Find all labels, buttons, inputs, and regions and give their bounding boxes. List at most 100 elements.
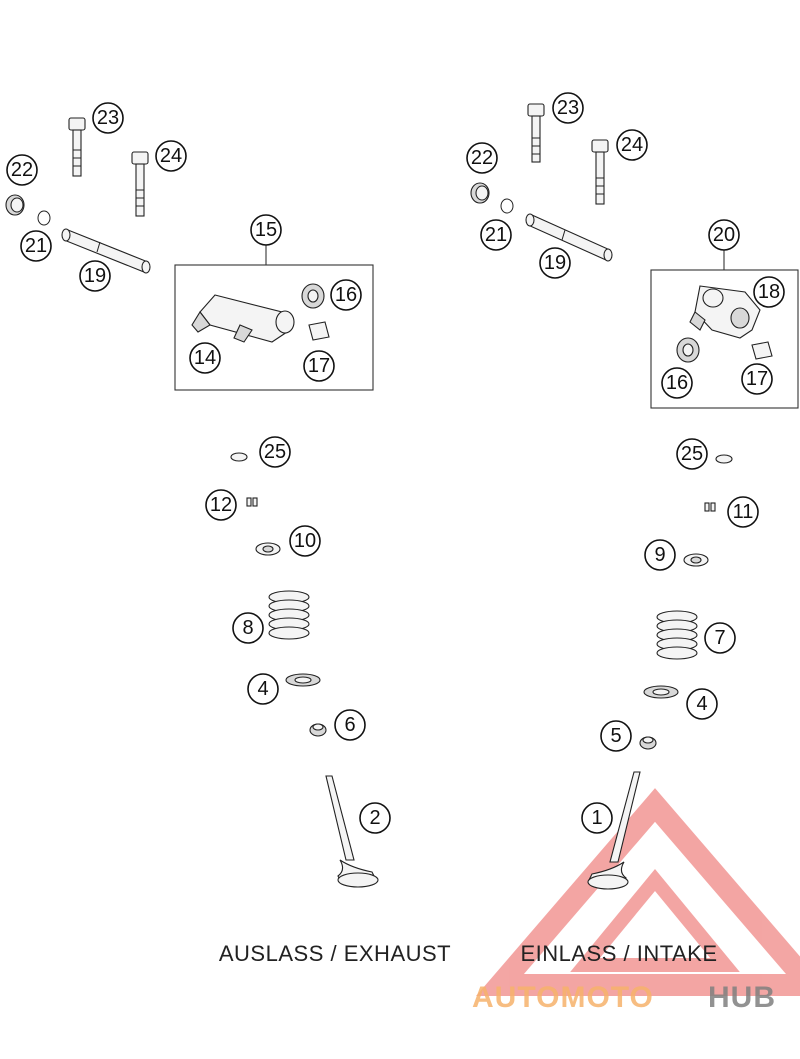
callout-ex-21: 21 [20, 230, 52, 262]
callout-ex-25-text: 25 [264, 441, 286, 463]
callout-in-21: 21 [480, 219, 512, 251]
exhaust-bearing-16 [301, 283, 325, 309]
intake-rocker-shaft-19 [525, 213, 613, 262]
exhaust-washer-4 [285, 673, 321, 687]
intake-washer-4 [643, 685, 679, 699]
exhaust-oring-21 [37, 210, 51, 226]
callout-ex-25: 25 [259, 436, 291, 468]
callout-ex-10-text: 10 [294, 530, 316, 552]
intake-box-20 [650, 269, 799, 409]
callout-in-5-text: 5 [610, 725, 621, 747]
intake-valve-1 [587, 771, 641, 890]
callout-ex-4: 4 [247, 673, 279, 705]
callout-in-25: 25 [676, 438, 708, 470]
intake-seal-5 [639, 736, 657, 750]
callout-in-16: 16 [661, 367, 693, 399]
callout-ex-14: 14 [189, 342, 221, 374]
callout-ex-19-text: 19 [84, 265, 106, 287]
callout-in-21-text: 21 [485, 224, 507, 246]
exhaust-plug-22 [5, 194, 25, 216]
callout-in-9-text: 9 [654, 544, 665, 566]
callout-ex-16: 16 [330, 279, 362, 311]
exhaust-rocker-arm-14 [191, 294, 295, 343]
callout-in-23: 23 [552, 92, 584, 124]
callout-ex-15-text: 15 [255, 219, 277, 241]
exhaust-bolt-24 [131, 151, 149, 217]
callout-ex-14-text: 14 [194, 347, 216, 369]
callout-in-5: 5 [600, 720, 632, 752]
callout-in-11-text: 11 [733, 501, 754, 523]
watermark-triangle [476, 788, 800, 996]
callout-ex-23: 23 [92, 102, 124, 134]
exhaust-shim-25 [230, 452, 248, 462]
callout-ex-22: 22 [6, 154, 38, 186]
exhaust-spring-8 [268, 590, 310, 640]
intake-bearing-16 [676, 337, 700, 363]
callout-in-25-text: 25 [681, 443, 703, 465]
callout-ex-24-text: 24 [160, 145, 182, 167]
exhaust-retainer-10 [255, 542, 281, 556]
callout-ex-15: 15 [250, 214, 282, 246]
callout-ex-17-text: 17 [308, 355, 330, 377]
callout-ex-22-text: 22 [11, 159, 33, 181]
callout-in-16-text: 16 [666, 372, 688, 394]
callout-ex-8-text: 8 [242, 617, 253, 639]
callout-ex-6: 6 [334, 709, 366, 741]
callout-in-9: 9 [644, 539, 676, 571]
intake-shim-25 [715, 454, 733, 464]
callout-ex-12-text: 12 [210, 494, 232, 516]
callout-in-4-text: 4 [696, 693, 707, 715]
callout-in-24-text: 24 [621, 134, 643, 156]
callout-in-1: 1 [581, 802, 613, 834]
callout-in-22: 22 [466, 142, 498, 174]
callout-in-19-text: 19 [544, 252, 566, 274]
callout-in-24: 24 [616, 129, 648, 161]
intake-spring-7 [656, 610, 698, 660]
callout-ex-24: 24 [155, 140, 187, 172]
callout-in-22-text: 22 [471, 147, 493, 169]
intake-rocker-arm-18 [689, 285, 761, 339]
callout-ex-8: 8 [232, 612, 264, 644]
exhaust-bolt-23 [68, 117, 86, 177]
intake-oring-21 [500, 198, 514, 214]
exhaust-valve-2 [325, 775, 379, 888]
intake-pin-17 [751, 341, 773, 360]
callout-in-19: 19 [539, 247, 571, 279]
callout-ex-4-text: 4 [257, 678, 268, 700]
callout-ex-2: 2 [359, 802, 391, 834]
callout-in-17: 17 [741, 363, 773, 395]
watermark-text-automoto: AUTOMOTO [472, 981, 654, 1014]
callout-in-20-text: 20 [713, 224, 735, 246]
callout-ex-6-text: 6 [344, 714, 355, 736]
exhaust-box-15 [174, 264, 374, 391]
watermark-text-hub: HUB [708, 981, 776, 1014]
callout-ex-12: 12 [205, 489, 237, 521]
callout-ex-17: 17 [303, 350, 335, 382]
callout-in-20: 20 [708, 219, 740, 251]
callout-in-11: 11 [727, 496, 759, 528]
callout-in-4: 4 [686, 688, 718, 720]
exhaust-pin-17 [308, 321, 330, 341]
callout-ex-10: 10 [289, 525, 321, 557]
callout-in-18: 18 [753, 276, 785, 308]
exhaust-rocker-shaft-19 [61, 228, 151, 274]
caption-exhaust: AUSLASS / EXHAUST [219, 941, 451, 966]
callout-ex-23-text: 23 [97, 107, 119, 129]
exhaust-seal-6 [309, 723, 327, 737]
intake-plug-22 [470, 182, 490, 204]
exhaust-keepers-12 [246, 497, 258, 507]
caption-intake: EINLASS / INTAKE [520, 941, 717, 966]
intake-bolt-23 [527, 103, 545, 163]
intake-retainer-9 [683, 553, 709, 567]
intake-keepers-11 [704, 502, 716, 512]
callout-ex-19: 19 [79, 260, 111, 292]
callout-ex-2-text: 2 [369, 807, 380, 829]
intake-bolt-24 [591, 139, 609, 205]
callout-in-17-text: 17 [746, 368, 768, 390]
callout-in-7-text: 7 [714, 627, 725, 649]
callout-ex-16-text: 16 [335, 284, 357, 306]
callout-in-7: 7 [704, 622, 736, 654]
callout-ex-21-text: 21 [25, 235, 47, 257]
callout-in-1-text: 1 [591, 807, 602, 829]
